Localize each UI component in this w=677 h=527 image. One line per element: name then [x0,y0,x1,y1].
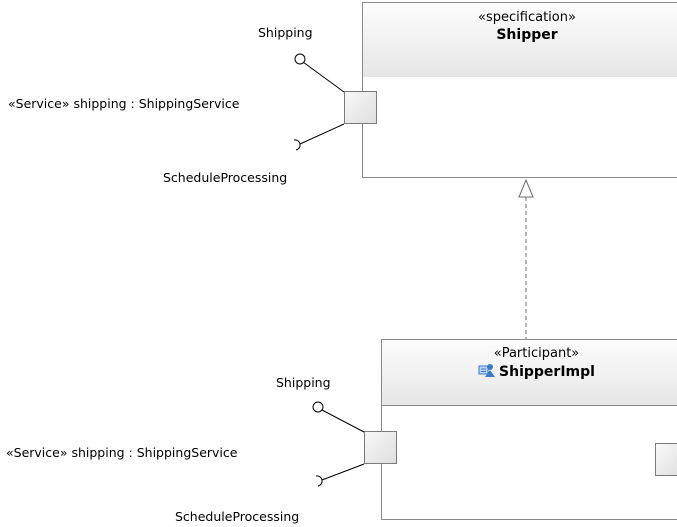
shipper-impl-title: ShipperImpl [382,362,677,381]
provided-interface-line [302,61,345,93]
impl-port-label: «Service» shipping : ShippingService [6,445,238,460]
shipper-port-label: «Service» shipping : ShippingService [8,96,240,111]
shipper-impl-right-port[interactable] [655,443,677,476]
impl-required-interface-line [321,463,365,481]
impl-provided-interface-line [321,409,365,433]
required-interface-socket[interactable] [293,139,301,151]
impl-provided-interface-lollipop[interactable] [312,401,324,413]
shipper-impl-stereotype: «Participant» [493,346,580,361]
shipper-impl-header: «Participant» ShipperImpl [382,340,677,406]
participant-icon [478,364,496,377]
impl-provided-interface-label: Shipping [276,375,331,390]
provided-interface-lollipop[interactable] [294,53,306,65]
shipper-class[interactable]: «specification» Shipper [362,2,677,178]
required-interface-line [299,123,345,145]
shipper-header: «specification» Shipper [363,3,677,77]
realization-arrowhead [518,178,534,198]
shipper-required-interface-label: ScheduleProcessing [163,170,288,185]
shipper-impl-class[interactable]: «Participant» ShipperImpl [381,339,677,520]
impl-required-interface-label: ScheduleProcessing [175,509,300,524]
shipper-name: Shipper [496,27,558,43]
shipper-provided-interface-label: Shipping [258,25,313,40]
shipper-port[interactable] [344,91,377,124]
impl-required-interface-socket[interactable] [315,475,323,487]
shipper-impl-port[interactable] [364,431,397,464]
shipper-stereotype: «specification» [478,10,576,25]
shipper-impl-name: ShipperImpl [499,364,595,380]
